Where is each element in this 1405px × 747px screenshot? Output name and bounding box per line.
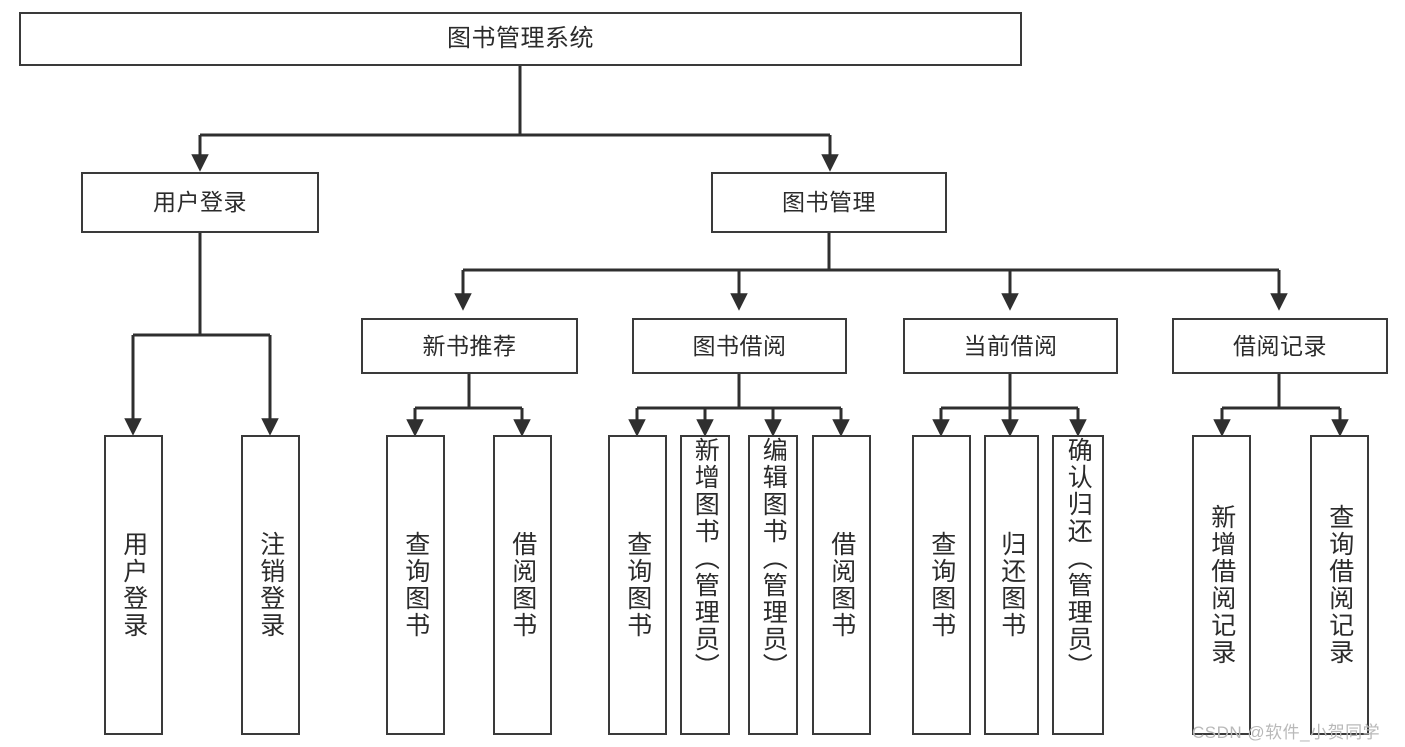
node-root-library-system[interactable]: 图书管理系统 [19,12,1022,66]
node-label: 查询图书 [927,531,956,639]
node-leaf-borrow-book-recommend[interactable]: 借阅图书 [493,435,552,735]
node-book-management[interactable]: 图书管理 [711,172,947,233]
node-leaf-query-book-borrow[interactable]: 查询图书 [608,435,667,735]
node-leaf-add-book[interactable]: 新增图书（管理员） [680,435,730,735]
node-user-login[interactable]: 用户登录 [81,172,319,233]
node-label: 新书推荐 [422,332,517,359]
node-label: 新增借阅记录 [1207,504,1236,666]
node-leaf-return-book[interactable]: 归还图书 [984,435,1039,735]
node-label: 图书借阅 [692,332,787,359]
node-leaf-confirm-return[interactable]: 确认归还（管理员） [1052,435,1104,735]
node-current-borrow[interactable]: 当前借阅 [903,318,1118,374]
node-label: 编辑图书（管理员） [759,437,788,680]
node-label: 借阅记录 [1233,332,1327,359]
node-leaf-add-borrow-record[interactable]: 新增借阅记录 [1192,435,1251,735]
node-leaf-logout[interactable]: 注销登录 [241,435,300,735]
node-label: 用户登录 [119,531,148,639]
node-label: 借阅图书 [508,531,537,639]
node-label: 新增图书（管理员） [691,437,720,680]
node-borrow-record[interactable]: 借阅记录 [1172,318,1388,374]
node-label: 图书管理系统 [447,25,594,52]
node-label: 查询图书 [623,531,652,639]
node-label: 归还图书 [997,531,1026,639]
node-book-borrow[interactable]: 图书借阅 [632,318,847,374]
node-label: 查询图书 [401,531,430,639]
node-label: 用户登录 [153,189,247,215]
node-leaf-query-book-recommend[interactable]: 查询图书 [386,435,445,735]
node-new-book-recommend[interactable]: 新书推荐 [361,318,578,374]
node-label: 借阅图书 [827,531,856,639]
node-leaf-query-borrow-record[interactable]: 查询借阅记录 [1310,435,1369,735]
node-leaf-edit-book[interactable]: 编辑图书（管理员） [748,435,798,735]
node-label: 图书管理 [782,189,876,215]
csdn-watermark: CSDN @软件_小贺同学 [1192,723,1381,742]
node-leaf-query-book-current[interactable]: 查询图书 [912,435,971,735]
node-label: 查询借阅记录 [1325,504,1354,666]
node-leaf-borrow-book[interactable]: 借阅图书 [812,435,871,735]
node-label: 注销登录 [256,531,285,639]
node-label: 当前借阅 [963,332,1058,359]
node-leaf-user-login[interactable]: 用户登录 [104,435,163,735]
node-label: 确认归还（管理员） [1064,437,1093,680]
